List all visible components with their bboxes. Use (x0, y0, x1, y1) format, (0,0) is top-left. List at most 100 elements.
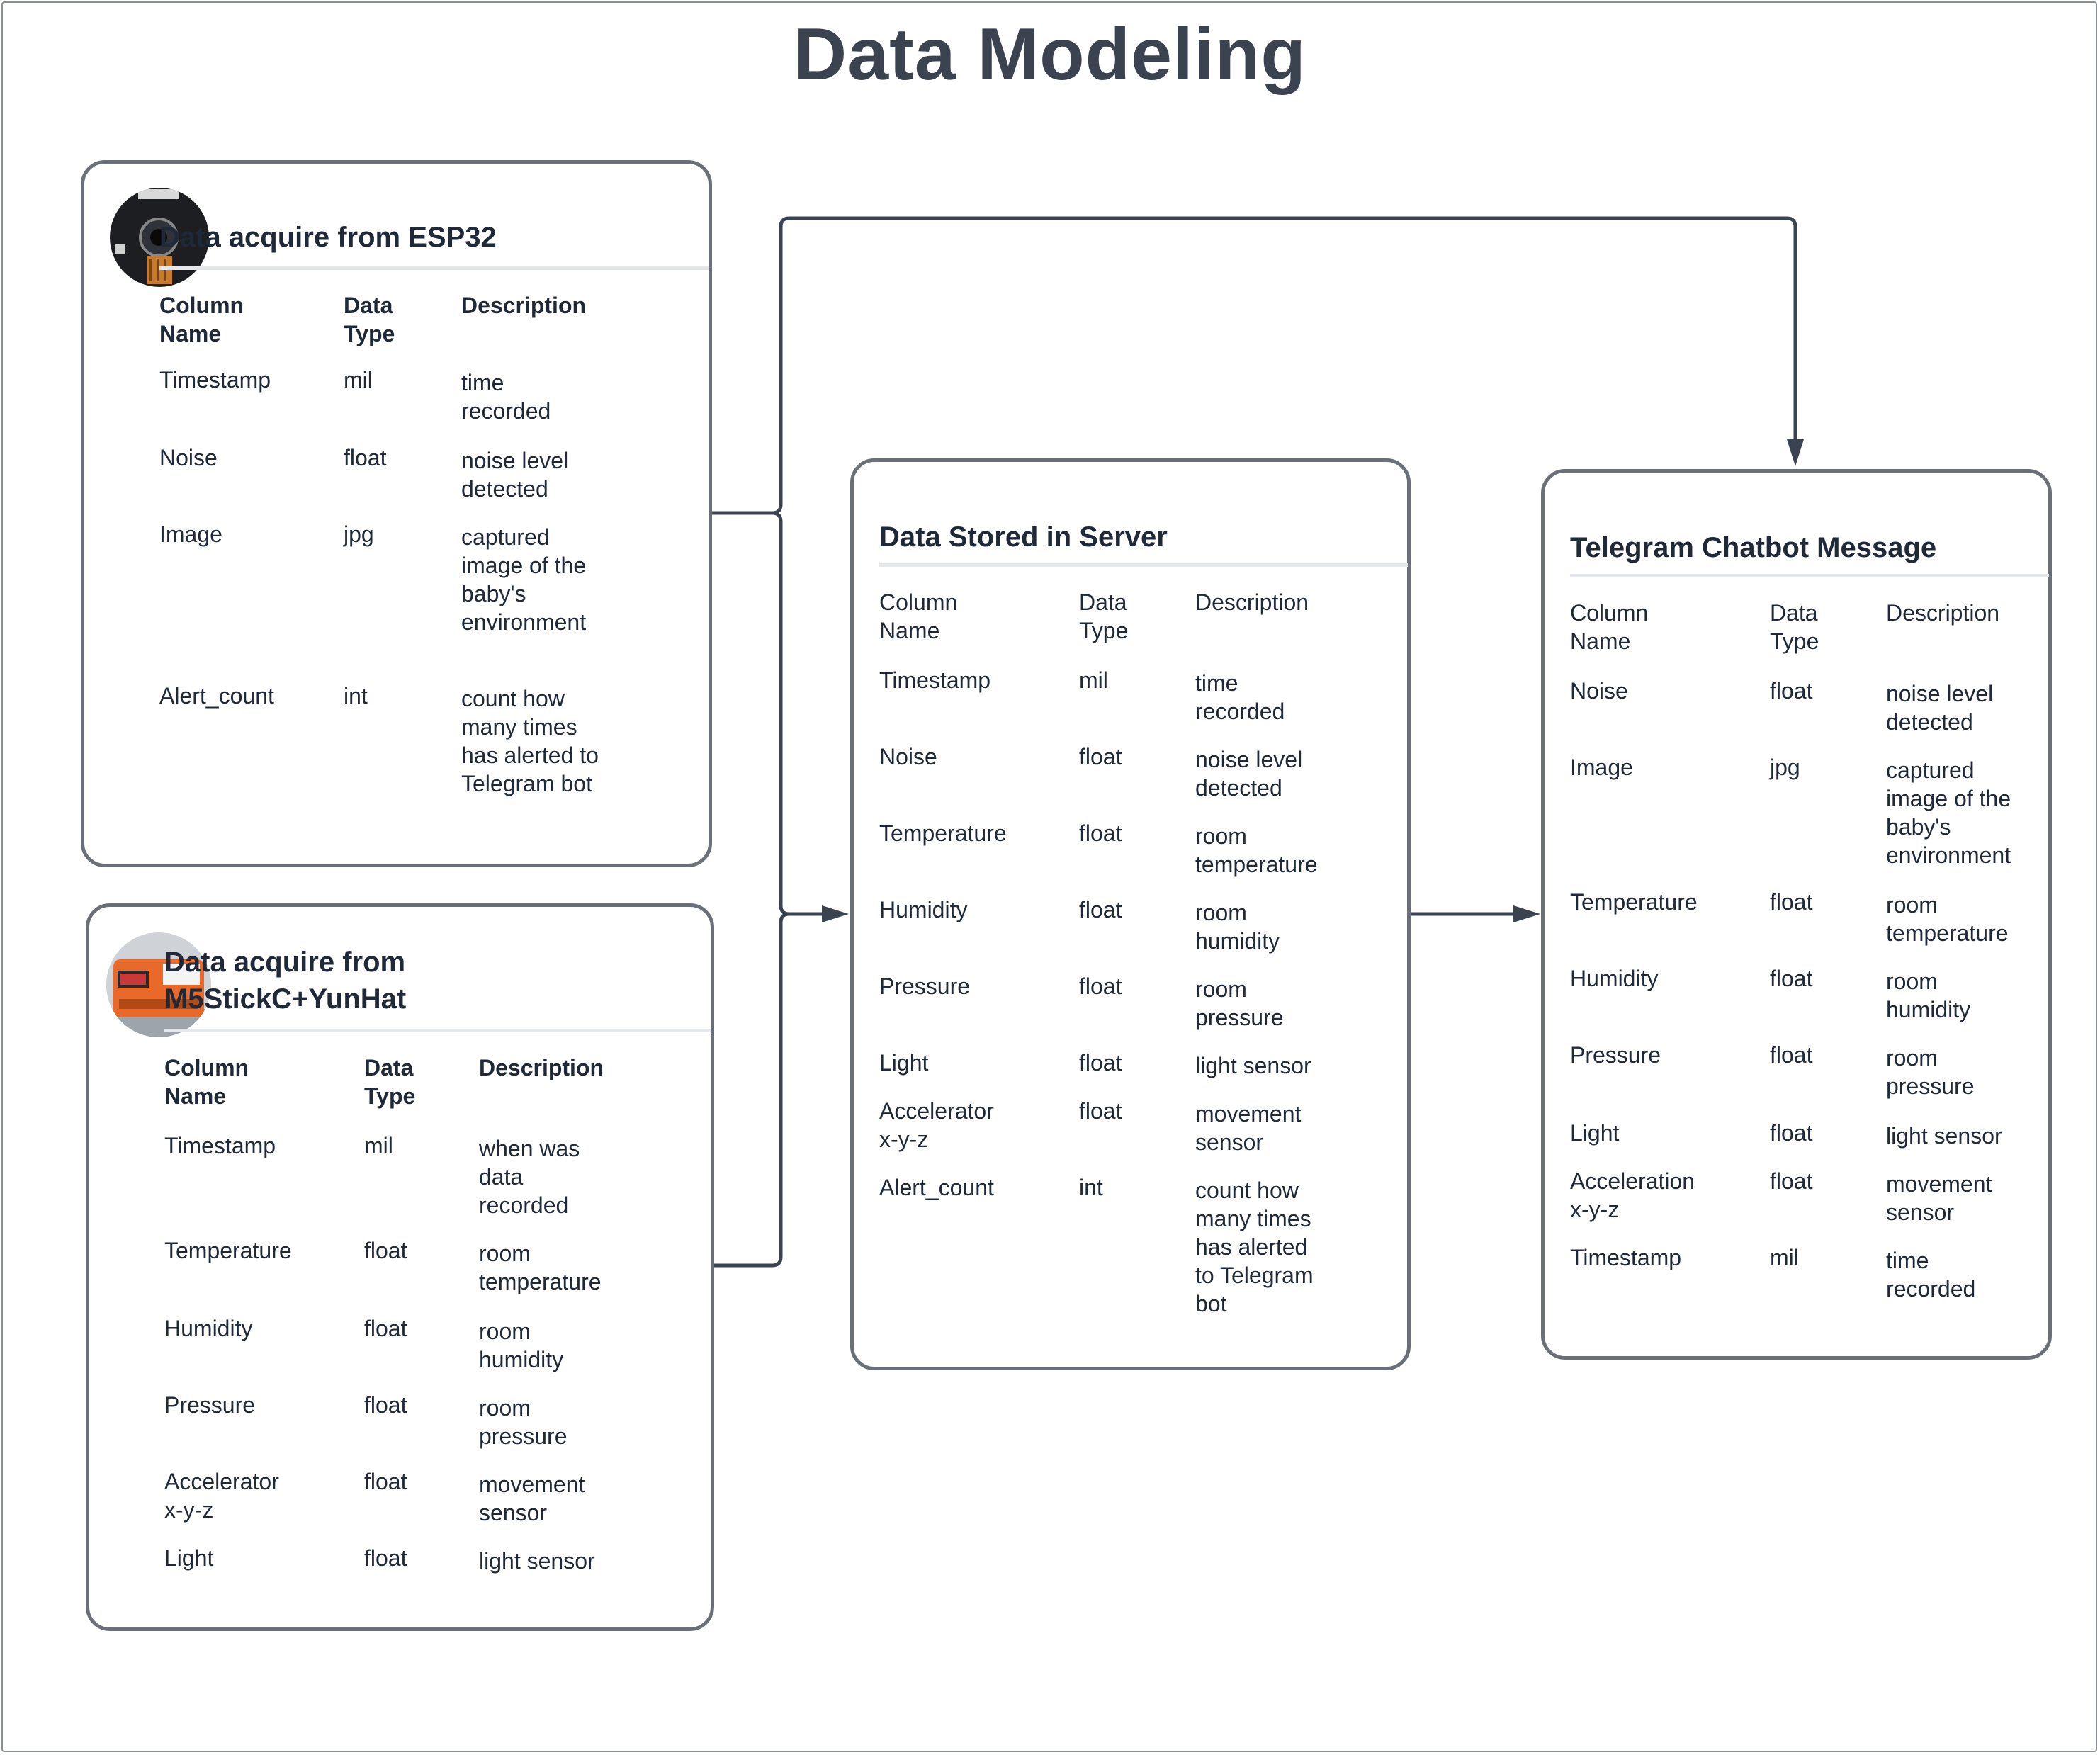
telegram-title-divider (1570, 574, 2049, 577)
m5-row-data-type: float (364, 1316, 407, 1341)
server-row-data-type: float (1079, 1050, 1122, 1076)
telegram-row-data-type: mil (1770, 1245, 1799, 1270)
telegram-row-column-name: Light (1570, 1120, 1620, 1146)
telegram-row-data-type: float (1770, 1120, 1813, 1146)
m5-row-column-name: Pressure (164, 1392, 256, 1418)
esp32-header-description: Description (461, 293, 587, 318)
server-row-data-type: float (1079, 820, 1122, 846)
server-row-description: light sensor (1195, 1053, 1311, 1078)
telegram-row-column-name: Image (1570, 755, 1633, 780)
m5-row-description: movement sensor (479, 1472, 585, 1525)
m5-row-column-name: Accelerator x-y-z (164, 1469, 279, 1523)
m5-row-column-name: Timestamp (164, 1133, 276, 1158)
esp32-row-description: count how many times has alerted to Tele… (461, 686, 599, 796)
server-row-data-type: float (1079, 1098, 1122, 1124)
telegram-row-data-type: float (1770, 1042, 1813, 1068)
telegram-row-data-type: jpg (1770, 755, 1800, 780)
m5-header-data-type: Data Type (364, 1055, 416, 1109)
server-row-column-name: Timestamp (879, 667, 991, 693)
server-row-column-name: Temperature (879, 820, 1007, 846)
telegram-row-column-name: Noise (1570, 678, 1628, 704)
telegram-row-description: captured image of the baby's environment (1886, 757, 2011, 868)
m5-header-column-name: Column Name (164, 1055, 249, 1109)
diagram-title: Data Modeling (794, 13, 1306, 96)
card-m5stickc-yunhat: Data acquire from M5StickC+YunHat Column… (86, 903, 714, 1631)
m5-row-column-name: Temperature (164, 1238, 292, 1263)
server-row-data-type: float (1079, 744, 1122, 769)
server-row-column-name: Pressure (879, 974, 971, 999)
telegram-row-description: room temperature (1886, 892, 2009, 946)
telegram-row-description: movement sensor (1886, 1171, 1992, 1225)
telegram-header-description: Description (1886, 600, 2000, 626)
server-row-data-type: mil (1079, 667, 1108, 693)
server-card-title: Data Stored in Server (879, 521, 1168, 553)
server-row-column-name: Noise (879, 744, 937, 769)
server-row-data-type: float (1079, 897, 1122, 922)
server-title-divider (879, 563, 1408, 567)
server-header-column-name: Column Name (879, 589, 958, 643)
telegram-header-data-type: Data Type (1770, 600, 1819, 654)
telegram-row-data-type: float (1770, 1168, 1813, 1194)
server-row-description: room temperature (1195, 823, 1318, 877)
telegram-card-title: Telegram Chatbot Message (1570, 532, 1937, 563)
telegram-row-column-name: Pressure (1570, 1042, 1661, 1068)
telegram-header-column-name: Column Name (1570, 600, 1649, 654)
server-header-description: Description (1195, 589, 1309, 615)
m5-row-data-type: mil (364, 1133, 393, 1158)
card-telegram-chatbot: Telegram Chatbot Message Column Name Data… (1541, 469, 2052, 1360)
esp32-header-column-name: Column Name (159, 293, 244, 346)
connector-m5-to-server (714, 912, 790, 1268)
esp32-row-column-name: Timestamp (159, 367, 271, 393)
esp32-row-description: captured image of the baby's environment (461, 524, 587, 635)
connector-esp32-bus (712, 216, 1797, 515)
telegram-row-column-name: Timestamp (1570, 1245, 1682, 1270)
card-esp32: Data acquire from ESP32 Column Name Data … (81, 160, 712, 867)
server-row-data-type: float (1079, 974, 1122, 999)
server-row-description: room pressure (1195, 976, 1284, 1030)
server-row-description: room humidity (1195, 900, 1280, 954)
server-row-column-name: Accelerator x-y-z (879, 1098, 994, 1152)
esp32-header-data-type: Data Type (344, 293, 395, 346)
telegram-row-description: light sensor (1886, 1123, 2002, 1149)
esp32-row-data-type: jpg (344, 521, 374, 547)
server-row-description: time recorded (1195, 670, 1285, 724)
m5-row-data-type: float (364, 1392, 407, 1418)
m5-row-description: room temperature (479, 1241, 602, 1294)
m5-row-column-name: Light (164, 1545, 214, 1571)
m5stickc-device-avatar (106, 932, 211, 1037)
m5-row-column-name: Humidity (164, 1316, 253, 1341)
arrowhead-to-server (822, 905, 849, 922)
server-row-column-name: Light (879, 1050, 929, 1076)
telegram-row-column-name: Humidity (1570, 966, 1659, 991)
arrowhead-to-telegram-top (1787, 439, 1804, 466)
m5-row-description: room pressure (479, 1395, 568, 1449)
m5-row-description: room humidity (479, 1319, 564, 1372)
server-row-description: movement sensor (1195, 1101, 1302, 1155)
server-row-description: noise level detected (1195, 747, 1303, 801)
m5-row-data-type: float (364, 1545, 407, 1571)
m5-card-title: Data acquire from M5StickC+YunHat (164, 947, 407, 1015)
esp32-row-data-type: float (344, 445, 387, 470)
server-row-column-name: Alert_count (879, 1175, 994, 1200)
telegram-row-column-name: Acceleration x-y-z (1570, 1168, 1695, 1222)
telegram-row-description: room pressure (1886, 1045, 1975, 1099)
esp32-row-column-name: Noise (159, 445, 218, 470)
m5-header-description: Description (479, 1055, 604, 1080)
telegram-row-column-name: Temperature (1570, 889, 1698, 915)
telegram-row-description: noise level detected (1886, 681, 1994, 735)
telegram-row-description: room humidity (1886, 969, 1971, 1022)
esp32-row-data-type: int (344, 683, 368, 709)
arrowhead-to-telegram-side (1513, 905, 1540, 922)
esp32-row-column-name: Alert_count (159, 683, 274, 709)
esp32-row-description: time recorded (461, 370, 551, 424)
telegram-row-data-type: float (1770, 678, 1813, 704)
m5-row-description: light sensor (479, 1548, 595, 1574)
m5-row-description: when was data recorded (479, 1136, 580, 1218)
esp32-row-description: noise level detected (461, 448, 569, 502)
telegram-row-description: time recorded (1886, 1248, 1976, 1302)
esp32-card-title: Data acquire from ESP32 (159, 222, 497, 253)
telegram-row-data-type: float (1770, 889, 1813, 915)
telegram-row-data-type: float (1770, 966, 1813, 991)
m5-row-data-type: float (364, 1469, 407, 1494)
